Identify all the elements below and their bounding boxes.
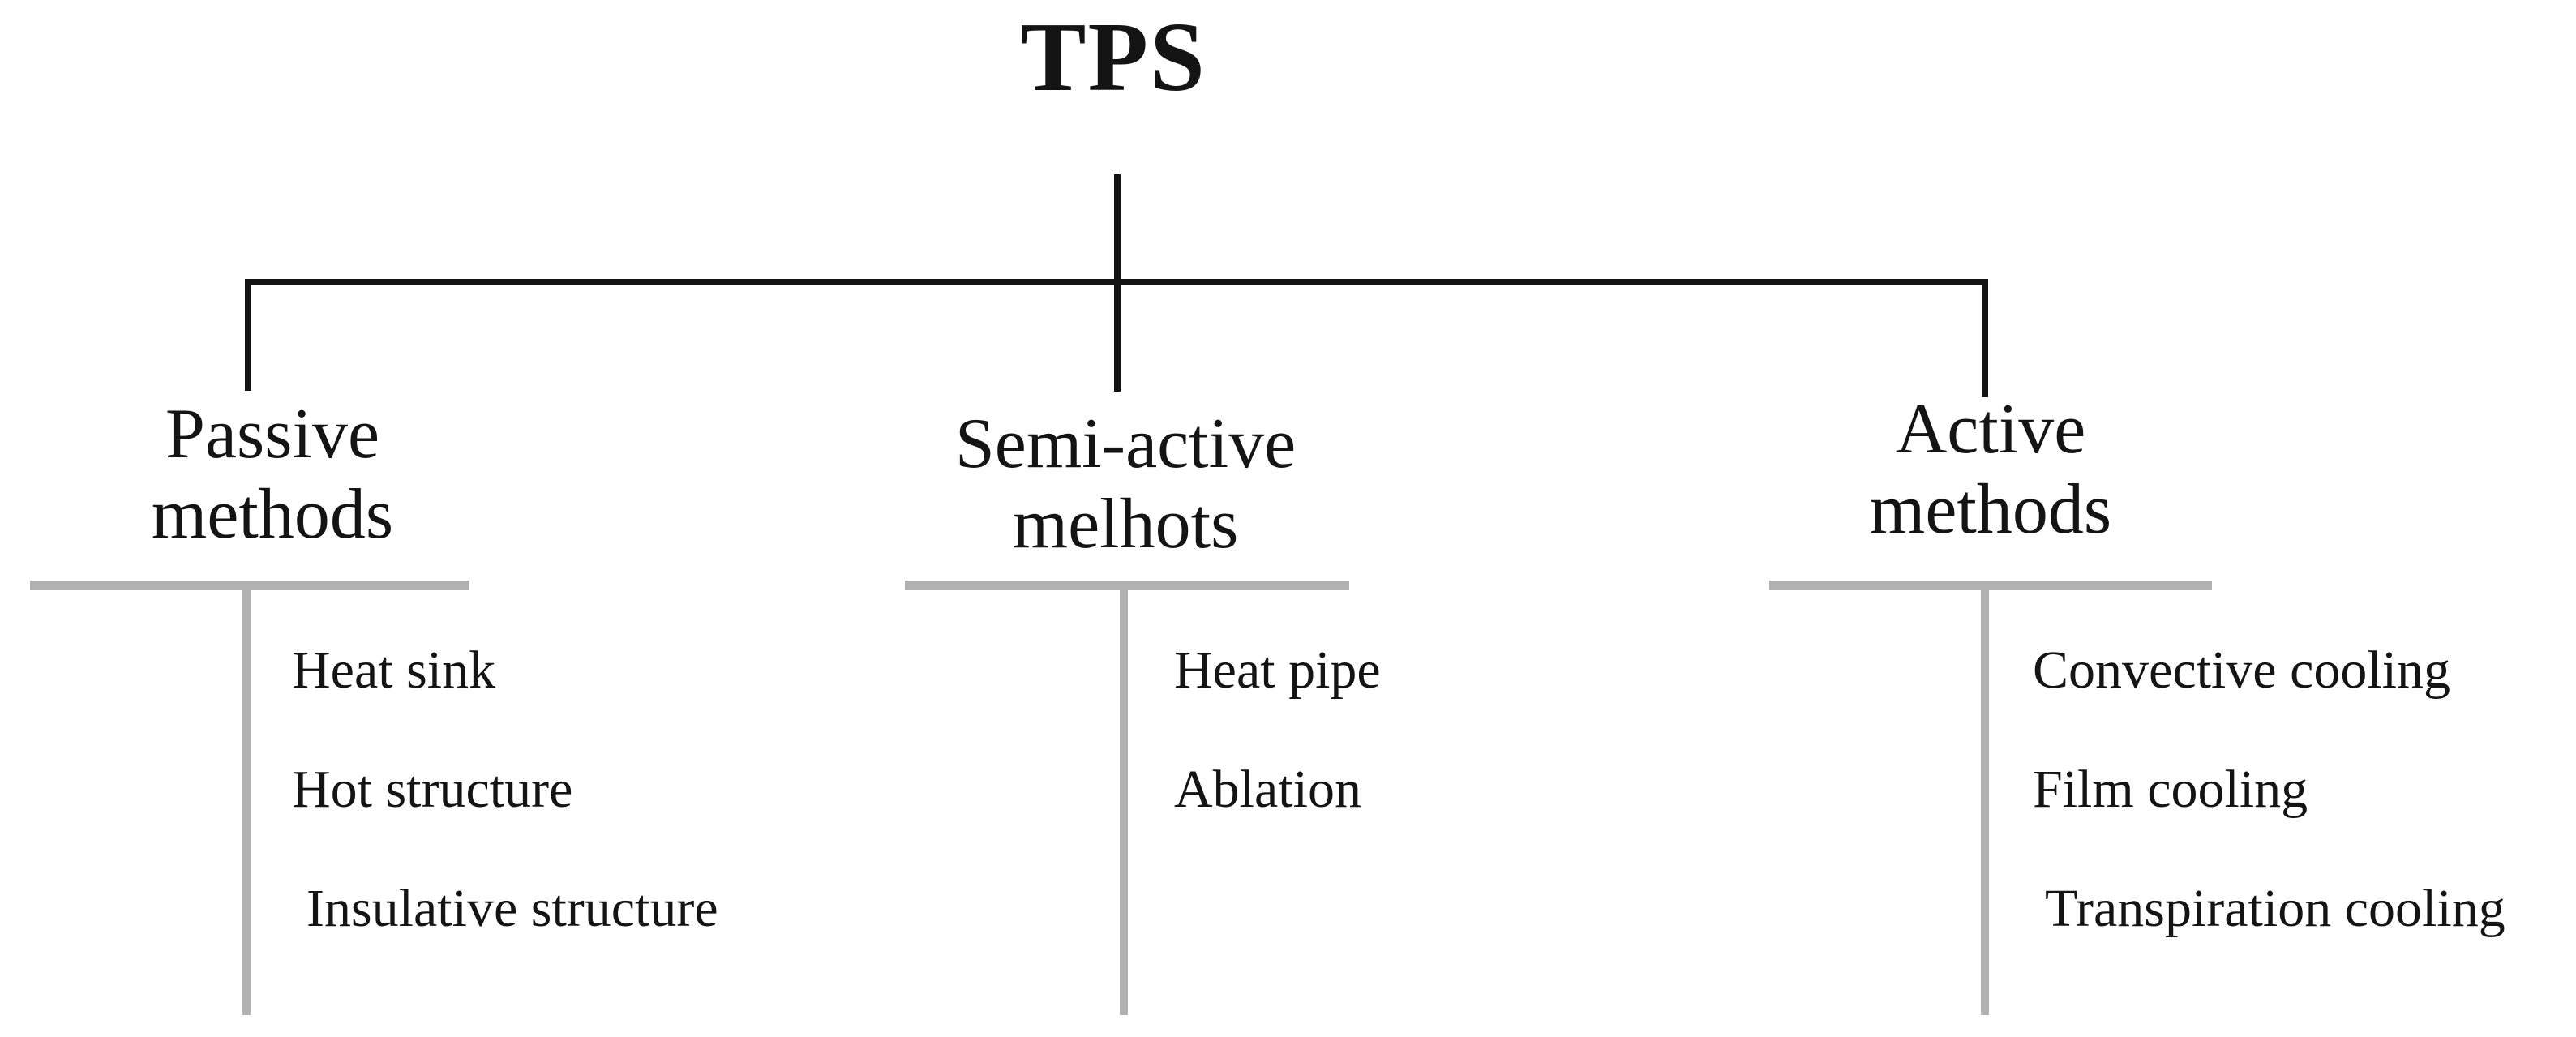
leaf-item: Hot structure (292, 760, 573, 819)
branch-label-semi-active-methods: Semi-active melhots (898, 404, 1352, 565)
gray-stem-active (1981, 585, 1989, 1015)
leaf-item: Heat pipe (1174, 641, 1381, 700)
leaf-item: Heat sink (292, 641, 496, 700)
branch-label-line: melhots (1012, 485, 1239, 564)
leaf-item: Transpiration cooling (2045, 879, 2505, 938)
connector-drop-passive (245, 279, 251, 391)
gray-stem-passive (242, 585, 251, 1015)
branch-label-line: methods (151, 475, 394, 555)
branch-label-line: Passive (165, 395, 379, 474)
root-node-title: TPS (1020, 2, 1207, 112)
gray-tbar-active (1769, 581, 2212, 590)
branch-label-line: Active (1895, 390, 2086, 469)
gray-stem-semi-active (1120, 585, 1128, 1015)
leaf-item: Film cooling (2033, 760, 2308, 819)
branch-label-active-methods: Active methods (1764, 389, 2218, 551)
connector-horizontal-rail (245, 279, 1988, 285)
branch-label-line: methods (1869, 470, 2112, 550)
leaf-item: Ablation (1174, 760, 1361, 819)
branch-label-passive-methods: Passive methods (45, 394, 499, 555)
leaf-item: Convective cooling (2033, 641, 2451, 700)
connector-drop-active (1982, 279, 1988, 397)
leaf-item: Insulative structure (306, 879, 718, 938)
branch-label-line: Semi-active (954, 405, 1297, 483)
